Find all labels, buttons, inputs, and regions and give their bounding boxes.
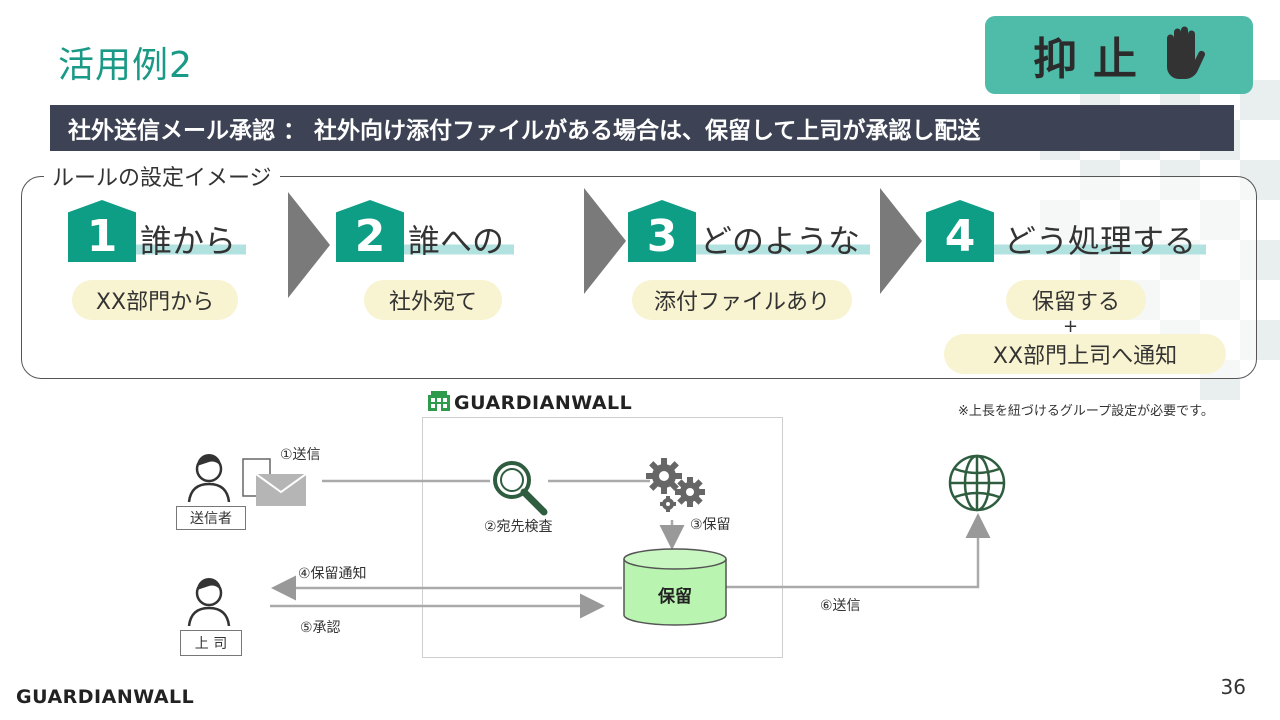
building-icon xyxy=(428,391,450,415)
page-title: 活用例2 xyxy=(58,45,193,86)
step-1: 1 誰から xyxy=(68,200,247,262)
step-value: XX部門から xyxy=(72,280,238,320)
step-title: どう処理する xyxy=(994,216,1207,262)
step-number: 1 xyxy=(68,200,136,262)
search-icon xyxy=(490,458,550,522)
step-2: 2 誰への xyxy=(336,200,515,262)
step-title: どのような xyxy=(696,216,871,262)
step-value: 保留する xyxy=(1006,280,1146,320)
step-title: 誰から xyxy=(136,216,247,262)
gear-icon xyxy=(644,456,710,520)
hold-database-label: 保留 xyxy=(658,587,692,607)
step-hold-label: ③保留 xyxy=(690,517,731,533)
stop-badge: 抑止 xyxy=(985,16,1253,94)
globe-icon xyxy=(946,452,1008,518)
footer-logo: GUARDIANWALL xyxy=(16,686,195,708)
arrow-send-out xyxy=(726,513,991,589)
step-approve-label: ⑤承認 xyxy=(300,620,341,636)
boss-label: 上 司 xyxy=(180,630,242,656)
step-value: 添付ファイルあり xyxy=(632,280,852,320)
rule-settings-label: ルールの設定イメージ xyxy=(44,160,280,192)
step-title: 誰への xyxy=(404,216,515,262)
plus-sign: + xyxy=(1063,316,1079,337)
mail-icon xyxy=(255,473,307,510)
step-4: 4 どう処理する xyxy=(926,200,1207,262)
hold-database-icon xyxy=(622,547,728,631)
hand-icon xyxy=(1159,26,1206,84)
step-number: 4 xyxy=(926,200,994,262)
footnote: ※上長を紐づけるグループ設定が必要です。 xyxy=(958,404,1214,419)
product-name: GUARDIANWALL xyxy=(454,392,633,414)
stop-badge-label: 抑止 xyxy=(1033,34,1153,85)
person-icon xyxy=(186,576,232,630)
guardianwall-system-box xyxy=(422,417,783,658)
step-number: 3 xyxy=(628,200,696,262)
page-number: 36 xyxy=(1220,675,1246,699)
title-banner: 社外送信メール承認 ： 社外向け添付ファイルがある場合は、保留して上司が承認し配… xyxy=(50,105,1234,151)
step-send-out-label: ⑥送信 xyxy=(820,598,861,614)
step-number: 2 xyxy=(336,200,404,262)
product-logo: GUARDIANWALL xyxy=(428,391,632,415)
person-icon xyxy=(186,452,232,506)
step-inspect-label: ②宛先検査 xyxy=(484,519,553,535)
sender-label: 送信者 xyxy=(176,506,246,530)
step-notify-label: ④保留通知 xyxy=(298,566,367,582)
step-value-secondary: XX部門上司へ通知 xyxy=(944,334,1226,374)
step-send-label: ①送信 xyxy=(280,447,321,463)
step-3: 3 どのような xyxy=(628,200,871,262)
step-value: 社外宛て xyxy=(364,280,502,320)
